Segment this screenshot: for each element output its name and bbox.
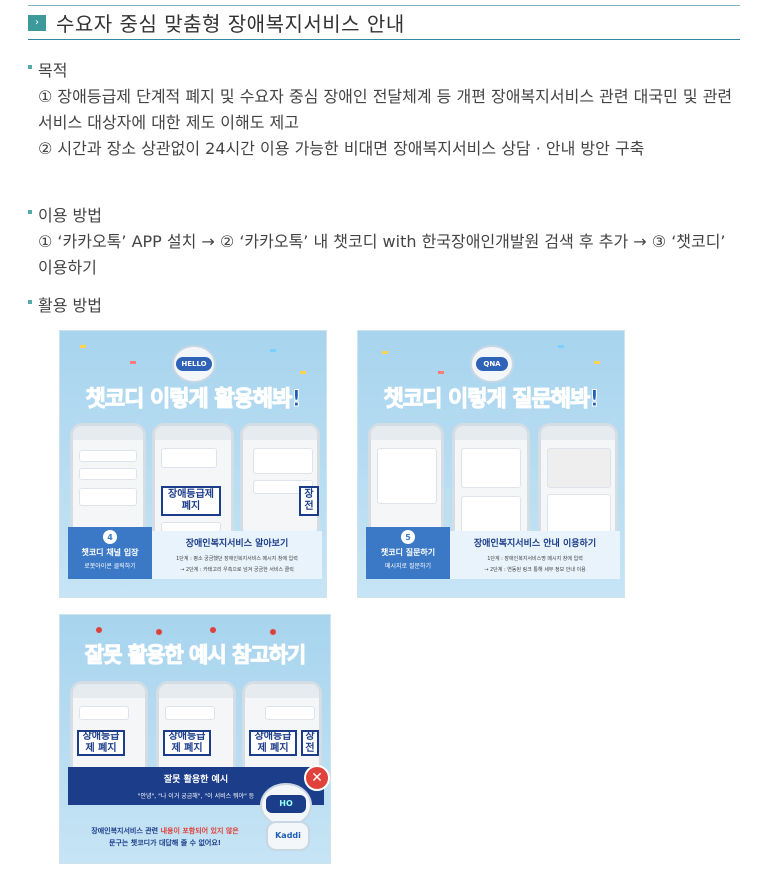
phone-screenshot — [368, 423, 444, 539]
robot-face: HO — [266, 795, 306, 813]
card2-headline: 챗코디 이렇게 질문해봐! — [383, 387, 600, 413]
application-section: 활용 방법 — [28, 293, 744, 319]
card1-headline: 챗코디 이렇게 활용해봐! — [85, 387, 302, 413]
phone-screenshot — [70, 423, 146, 539]
hello-badge: HELLO — [176, 357, 212, 371]
step-badge: 4 챗코디 채널 입장 로봇아이콘 클릭하기 — [68, 527, 152, 579]
phone-screenshot: 장애등급제 폐지 — [156, 681, 236, 781]
category-chip: 장애등급제 폐지 — [249, 730, 297, 756]
top-divider — [28, 5, 740, 6]
purpose-line-2: ② 시간과 장소 상관없이 24시간 이용 가능한 비대면 장애복지서비스 상담… — [38, 139, 645, 158]
kaddi-logo: Kaddi — [266, 821, 310, 851]
bullet-icon — [28, 210, 32, 214]
bullet-icon — [28, 65, 32, 69]
usage-section: 이용 방법 ① ‘카카오톡’ APP 설치 → ② ‘카카오톡’ 내 챗코디 w… — [28, 203, 744, 281]
usage-line-1: ① ‘카카오톡’ APP 설치 → ② ‘카카오톡’ 내 챗코디 with 한국… — [38, 232, 726, 277]
page-title-bar: › 수요자 중심 맞춤형 장애복지서비스 안내 — [28, 10, 740, 40]
qna-badge: QNA — [476, 357, 508, 371]
info-box: 장애인복지서비스 안내 이용하기 1단계 : 장애인복지서비스명 메시지 창에 … — [450, 531, 620, 579]
category-chip: 장 전 — [299, 486, 319, 516]
close-icon: ✕ — [304, 765, 330, 791]
page-title: 수요자 중심 맞춤형 장애복지서비스 안내 — [56, 12, 405, 36]
application-label: 활용 방법 — [38, 296, 102, 315]
info-box: 장애인복지서비스 알아보기 1단계 : 평소 궁금했던 장애인복지서비스 메시지… — [152, 531, 322, 579]
category-chip: 장애등급제 폐지 — [161, 486, 221, 516]
card3-headline: 잘못 활용한 예시 참고하기 — [84, 643, 306, 668]
category-chip: 장애등급제 폐지 — [163, 730, 211, 756]
chevron-right-icon: › — [28, 14, 46, 31]
usage-label: 이용 방법 — [38, 206, 102, 225]
purpose-line-1: ① 장애등급제 단계적 폐지 및 수요자 중심 장애인 전달체계 등 개편 장애… — [38, 87, 733, 132]
phone-screenshot: 장애등급제 폐지 — [70, 681, 148, 781]
guide-image-question: QNA 챗코디 이렇게 질문해봐! 5 챗코디 질문하기 메시지로 질문하기 장… — [357, 330, 625, 598]
guide-image-usage: HELLO 챗코디 이렇게 활용해봐! 장애등급제 폐지 장 전 4 챗코디 채… — [59, 330, 327, 598]
phone-screenshot: 장 전 — [240, 423, 320, 539]
bullet-icon — [28, 300, 32, 304]
step-badge: 5 챗코디 질문하기 메시지로 질문하기 — [366, 527, 450, 579]
wrong-example-note: 장애인복지서비스 관련 내용이 포함되어 있지 않은 문구는 챗코디가 대답해 … — [91, 827, 239, 847]
purpose-label: 목적 — [38, 61, 68, 80]
phone-screenshot: 장애등급제 폐지 장 전 — [242, 681, 322, 781]
purpose-section: 목적 ① 장애등급제 단계적 폐지 및 수요자 중심 장애인 전달체계 등 개편… — [28, 58, 744, 162]
category-chip: 장애등급제 폐지 — [77, 730, 125, 756]
category-chip: 장 전 — [301, 730, 319, 756]
guide-image-wrong-usage: 잘못 활용한 예시 참고하기 장애등급제 폐지 장애등급제 폐지 장애등급제 폐… — [59, 614, 331, 864]
